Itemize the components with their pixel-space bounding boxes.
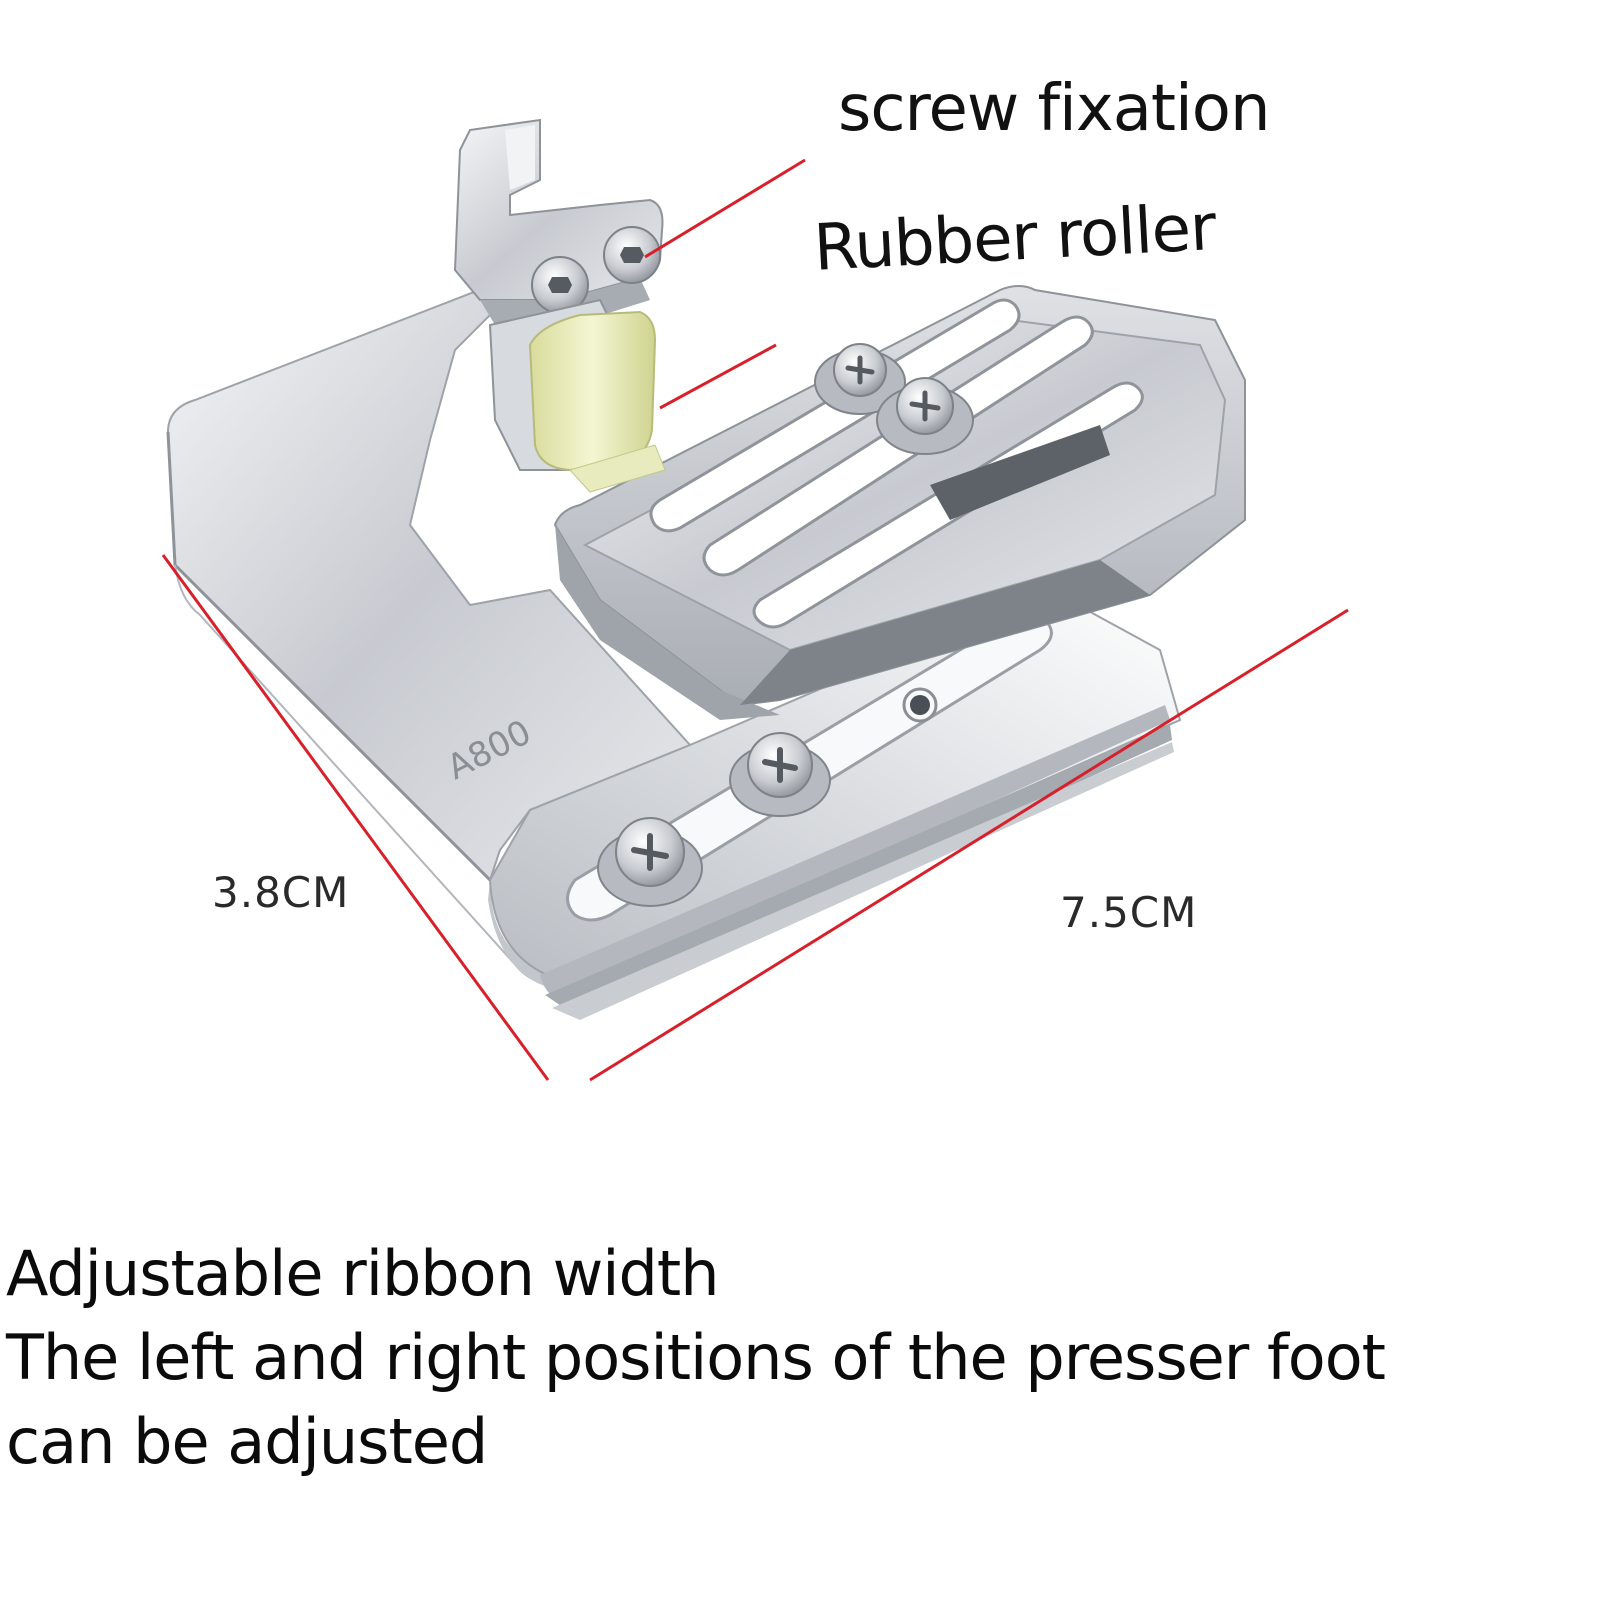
rubber-roller: [528, 310, 666, 493]
callout-screw-fixation: screw fixation: [838, 72, 1270, 146]
dimension-length-label: 7.5CM: [1060, 888, 1198, 937]
dimension-width-label: 3.8CM: [212, 868, 350, 917]
leader-line-roller: [659, 343, 777, 410]
leader-line-screw: [644, 158, 806, 259]
feature-caption: Adjustable ribbon width The left and rig…: [6, 1232, 1386, 1484]
base-plate: [166, 280, 692, 990]
dimension-line-length: [589, 608, 1349, 1082]
caption-line-2: The left and right positions of the pres…: [6, 1321, 1386, 1394]
caption-line-1: Adjustable ribbon width: [6, 1237, 719, 1310]
screw-1: [814, 343, 906, 415]
dimension-line-width: [161, 554, 550, 1081]
adjust-screws: [597, 343, 974, 907]
caption-line-3: can be adjusted: [6, 1405, 488, 1478]
screw-2: [876, 377, 974, 455]
screw-4: [597, 817, 703, 907]
screw-3: [729, 732, 831, 817]
